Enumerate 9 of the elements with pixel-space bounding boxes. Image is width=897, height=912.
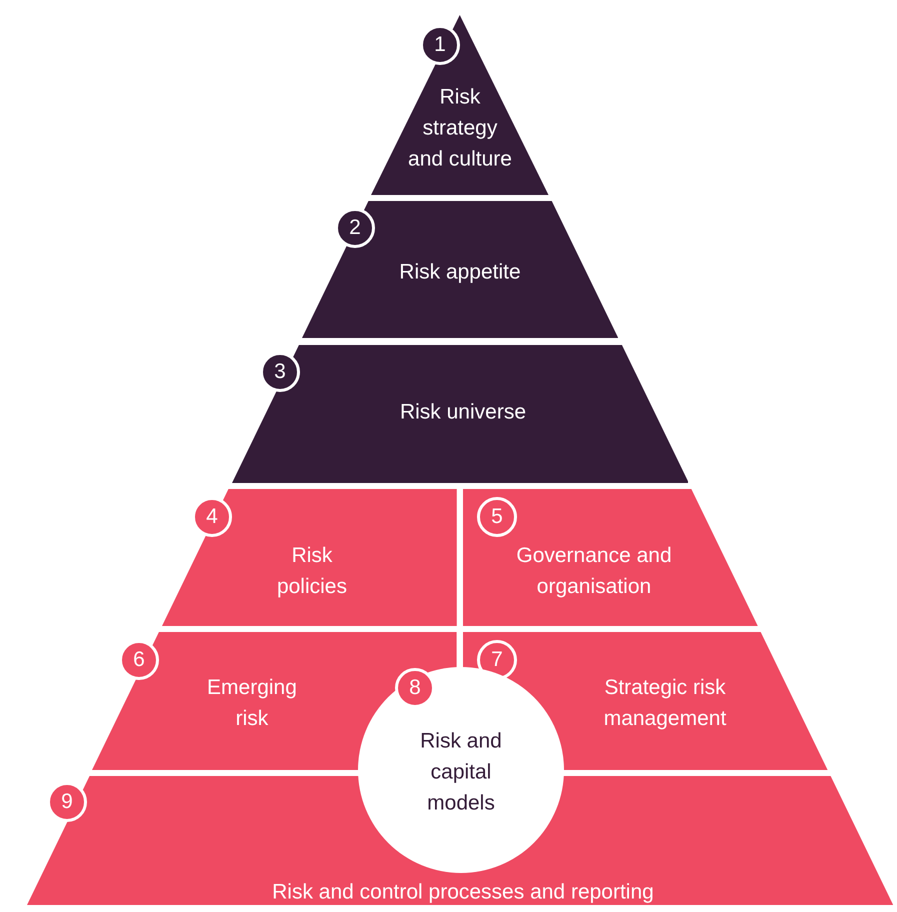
segment-label: Risk universe [398,400,527,426]
segment-label: Risk strategy and culture [407,84,513,172]
segment-label: Risk policies [276,543,348,600]
segment-label: Risk appetite [398,260,522,286]
segment-label: Emerging risk [206,675,298,732]
segment-label: Risk and capital models [419,728,503,816]
segment-label: Strategic risk management [602,675,728,732]
segment-label: Risk and control processes and reporting [271,880,655,906]
segment-label: Governance and organisation [515,543,673,600]
